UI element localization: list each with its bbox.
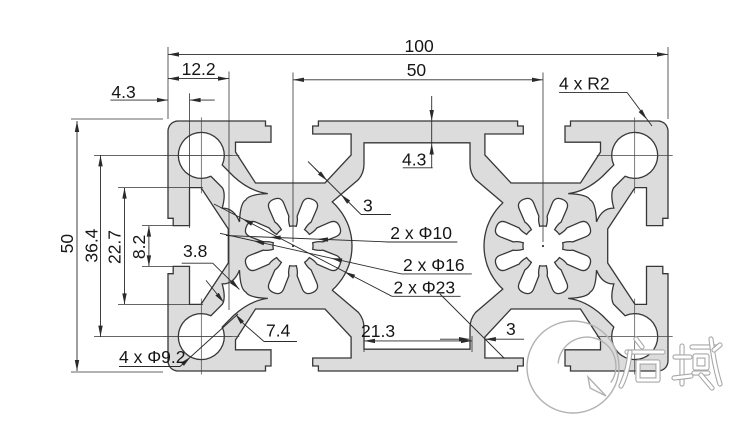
svg-text:12.2: 12.2 [182,59,216,79]
svg-text:2 x Φ16: 2 x Φ16 [403,255,465,275]
svg-text:22.7: 22.7 [104,230,124,264]
svg-text:2 x Φ23: 2 x Φ23 [394,278,456,298]
svg-text:100: 100 [405,36,434,56]
svg-text:36.4: 36.4 [81,228,101,262]
svg-text:2 x Φ10: 2 x Φ10 [390,223,452,243]
svg-text:21.3: 21.3 [361,321,395,341]
svg-text:4 x Φ9.2: 4 x Φ9.2 [119,347,186,367]
svg-text:4.3: 4.3 [111,82,135,102]
svg-text:50: 50 [407,60,427,80]
svg-text:3: 3 [506,319,516,339]
svg-text:8.2: 8.2 [129,235,149,259]
svg-text:4 x R2: 4 x R2 [559,74,610,94]
svg-text:7.4: 7.4 [266,321,291,341]
svg-text:3: 3 [363,196,373,216]
svg-text:3.8: 3.8 [183,241,207,261]
svg-text:4.3: 4.3 [402,150,426,170]
svg-text:50: 50 [57,234,77,254]
